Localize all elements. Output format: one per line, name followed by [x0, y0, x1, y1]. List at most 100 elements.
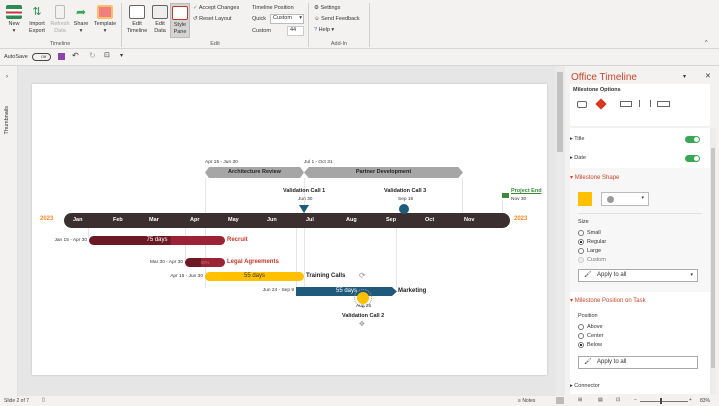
pane-menu-icon[interactable]: ▾ — [683, 74, 687, 80]
edit-timeline-button[interactable]: Edit Timeline — [125, 5, 149, 35]
scale-options-icon[interactable] — [620, 101, 632, 107]
zoom-in-button[interactable]: + — [689, 397, 692, 403]
task-recruit[interactable]: 75 days — [89, 236, 225, 245]
zoom-out-button[interactable]: − — [634, 397, 637, 403]
milestone-shape-section[interactable]: ▾ Milestone Shape — [570, 175, 620, 181]
position-above-radio[interactable]: Above — [578, 322, 604, 331]
notes-label: Notes — [522, 398, 536, 404]
rotate-handle-icon[interactable]: ⟳ — [359, 271, 366, 280]
smiley-icon: ☺ — [314, 16, 320, 22]
notes-button[interactable]: ≡ Notes — [518, 398, 536, 404]
month-label: Jul — [306, 217, 314, 223]
pane-scrollbar[interactable] — [710, 128, 716, 394]
brush-icon: 🖌 — [584, 272, 592, 278]
slide-canvas[interactable] — [32, 84, 547, 375]
edit-timeline-icon — [129, 5, 145, 19]
task-legal-agreements[interactable]: 40% — [185, 258, 225, 267]
zoom-slider[interactable] — [640, 401, 688, 402]
edit-timeline-label: Edit Timeline — [126, 21, 148, 34]
task-duration: 55 days — [243, 273, 265, 279]
milestone-validation-call-3[interactable] — [399, 204, 409, 214]
move-handle-icon[interactable]: ✥ — [359, 321, 365, 328]
size-regular-radio[interactable]: Regular — [578, 237, 606, 246]
settings-button[interactable]: ⚙ Settings — [314, 5, 340, 12]
autosave-label: AutoSave — [4, 54, 28, 60]
task-progress: 40% — [200, 260, 210, 265]
customize-qat-icon[interactable]: ▾ — [120, 53, 124, 59]
bar-options-icon[interactable] — [657, 101, 670, 107]
autosave-state: Off — [41, 54, 47, 59]
shape-select[interactable]: ▾ — [601, 192, 649, 206]
date-row[interactable]: ▸ Date — [570, 155, 708, 162]
layout-options-icon[interactable] — [639, 100, 651, 107]
apply-to-all-size-button[interactable]: 🖌Apply to all▾ — [578, 269, 698, 282]
quick-select[interactable]: Custom▾ — [270, 14, 304, 24]
normal-view-icon[interactable] — [556, 397, 564, 404]
radio-label: Below — [587, 341, 602, 348]
radio-label: Center — [587, 332, 604, 339]
interval-partner-development[interactable]: Partner Development — [304, 167, 463, 178]
custom-input[interactable]: 44 — [287, 26, 304, 36]
milestone-title: Validation Call 2 — [342, 313, 385, 319]
refresh-data-button[interactable]: Refresh Data — [50, 5, 70, 35]
new-button[interactable]: New▾ — [4, 5, 24, 35]
interval-architecture-review[interactable]: Architecture Review — [205, 167, 304, 178]
accept-changes-button[interactable]: ✓ Accept Changes — [193, 5, 239, 12]
expand-icon[interactable]: › — [6, 74, 8, 80]
reset-layout-button[interactable]: ↺ Reset Layout — [193, 16, 232, 23]
date-toggle[interactable] — [685, 155, 700, 162]
position-below-radio[interactable]: Below — [578, 340, 604, 349]
present-icon[interactable]: ⊡ — [104, 52, 110, 59]
size-large-radio[interactable]: Large — [578, 246, 606, 255]
template-button[interactable]: Template▾ — [92, 5, 118, 35]
scroll-thumb[interactable] — [557, 72, 563, 152]
apply-to-all-position-button[interactable]: 🖌Apply to all — [578, 356, 698, 369]
send-feedback-button[interactable]: ☺ Send Feedback — [314, 16, 360, 23]
position-center-radio[interactable]: Center — [578, 331, 604, 340]
task-marketing[interactable]: 55 days — [296, 287, 397, 296]
chevron-down-icon: ▾ — [641, 195, 644, 201]
help-button[interactable]: ? Help ▾ — [314, 27, 335, 33]
zoom-level[interactable]: 83% — [700, 398, 711, 404]
vertical-scrollbar[interactable] — [555, 66, 565, 396]
collapse-ribbon-icon[interactable]: ^ — [705, 40, 708, 46]
shape-color-swatch[interactable] — [578, 192, 592, 206]
radio-label: Above — [587, 323, 603, 330]
task-options-icon[interactable] — [577, 101, 587, 108]
accessibility-icon[interactable]: ▯ — [42, 397, 45, 403]
style-pane-button[interactable]: Style Pane — [170, 3, 190, 38]
month-label: Jun — [267, 217, 277, 223]
style-pane-label: Style Pane — [173, 22, 187, 35]
timeline-bar[interactable] — [64, 213, 510, 228]
title-toggle[interactable] — [685, 136, 700, 143]
task-duration: 55 days — [335, 288, 357, 294]
connector-row[interactable]: ▸ Connector — [570, 383, 600, 389]
milestone-options-icon[interactable] — [595, 98, 607, 110]
close-icon[interactable]: ✕ — [705, 73, 711, 80]
milestone-date: Aug 25 — [356, 304, 372, 309]
undo-icon[interactable]: ↶ — [72, 51, 79, 60]
save-icon[interactable] — [58, 53, 65, 60]
title-row[interactable]: ▸ Title — [570, 136, 708, 143]
slideshow-icon[interactable]: ⊡ — [616, 397, 621, 403]
thumbnails-pane[interactable]: › Thumbnails — [0, 66, 18, 396]
task-training-calls[interactable]: 55 days — [205, 272, 304, 281]
zoom-slider-thumb[interactable] — [660, 398, 662, 404]
edit-data-button[interactable]: Edit Data — [150, 5, 170, 35]
addin-group-label: Add-In — [330, 41, 348, 47]
milestone-validation-call-2[interactable] — [354, 289, 372, 307]
autosave-toggle[interactable]: Off — [32, 53, 51, 61]
import-export-button[interactable]: ⇅Import Export — [26, 5, 48, 35]
reading-view-icon[interactable]: ▤ — [598, 397, 603, 403]
redo-icon[interactable]: ↻ — [89, 51, 96, 60]
flag-icon[interactable] — [502, 193, 509, 198]
size-small-radio[interactable]: Small — [578, 228, 606, 237]
accept-changes-label: Accept Changes — [198, 5, 240, 11]
interval-title: Architecture Review — [228, 169, 281, 175]
milestone-position-section[interactable]: ▾ Milestone Position on Task — [570, 298, 646, 304]
share-button[interactable]: ➦Share▾ — [73, 5, 89, 34]
slide-sorter-icon[interactable]: ⊞ — [578, 397, 583, 403]
size-custom-radio[interactable]: Custom — [578, 255, 606, 264]
milestone-validation-call-1[interactable] — [299, 205, 309, 213]
share-icon: ➦ — [75, 5, 87, 19]
